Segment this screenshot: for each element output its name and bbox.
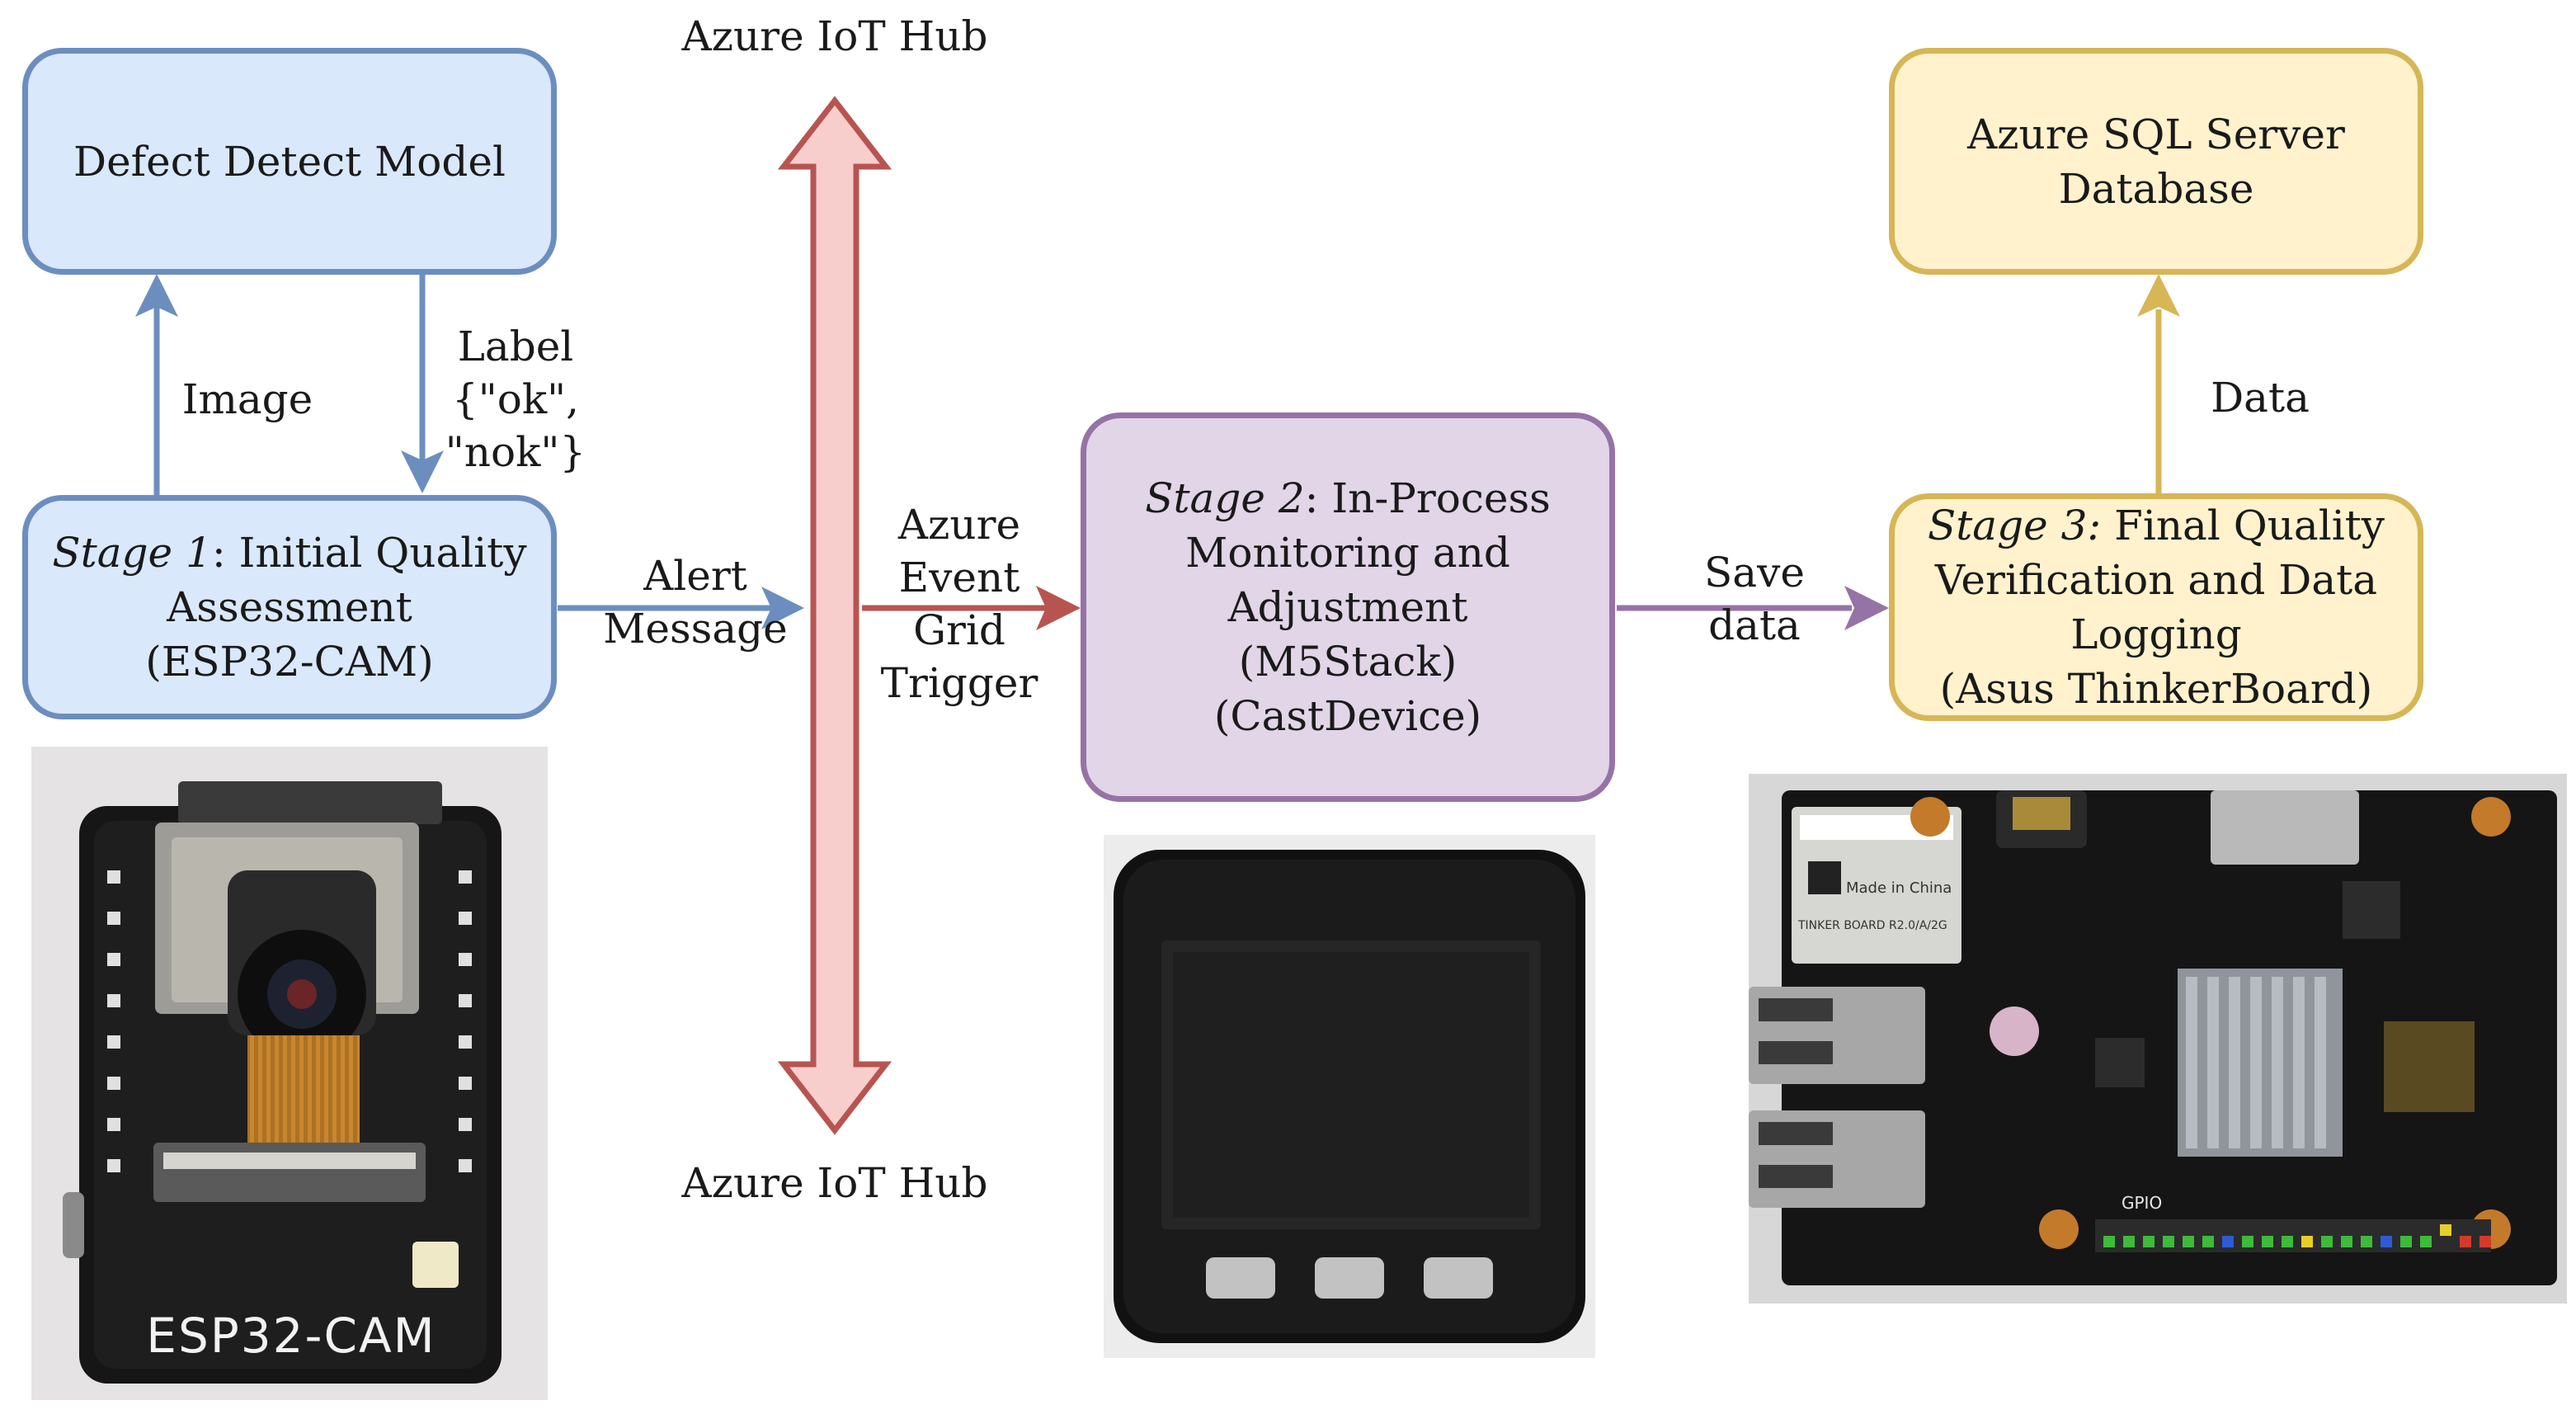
sql-line1: Azure SQL Server [1967, 110, 2345, 158]
stage3-box: Stage 3: Final Quality Verification and … [1889, 493, 2423, 721]
tinker-made-in-text: Made in China [1846, 879, 1952, 897]
esp32-silkscreen-text: ESP32-CAM [146, 1308, 436, 1364]
stage2-line2: Monitoring and [1185, 529, 1510, 577]
tinker-board-photo: Made in China TINKER BOARD R2.0/A/2G GPI… [1749, 774, 2567, 1304]
stage1-box: Stage 1: Initial Quality Assessment (ESP… [22, 495, 557, 719]
stage1-line2: Assessment [167, 583, 412, 631]
sql-line2: Database [2058, 164, 2254, 213]
stage3-line2: Verification and Data [1934, 556, 2378, 604]
m5stack-device [1114, 850, 1585, 1343]
tinker-gpio-text: GPIO [2122, 1193, 2163, 1213]
label-output-line2: {"ok", [451, 375, 580, 423]
image-arrow [135, 274, 178, 495]
stage2-line3: Adjustment [1227, 583, 1468, 631]
image-label: Image [181, 375, 313, 423]
data-label: Data [2211, 374, 2310, 422]
alert-message-line2: Message [603, 605, 788, 653]
stage3-line4: (Asus ThinkerBoard) [1939, 665, 2373, 713]
tinker-model-text: TINKER BOARD R2.0/A/2G [1798, 919, 1947, 932]
alert-message-line1: Alert [643, 552, 747, 600]
tinker-board-pcb [1749, 774, 2567, 1304]
defect-detect-model-box: Defect Detect Model [22, 48, 557, 275]
label-output-label: Label {"ok", "nok"} [429, 320, 602, 478]
defect-detect-model-label: Defect Detect Model [73, 137, 506, 186]
label-output-line1: Label [457, 323, 574, 370]
sql-database-box: Azure SQL Server Database [1889, 48, 2423, 275]
save-data-line2: data [1708, 601, 1801, 649]
m5stack-button-a [1206, 1257, 1275, 1299]
m5stack-button-b [1315, 1257, 1384, 1299]
label-output-line3: "nok"} [445, 428, 586, 476]
event-grid-label: Azure Event Grid Trigger [864, 498, 1054, 710]
stage3-title: Final Quality [2101, 502, 2385, 549]
esp32-cam-photo: ESP32-CAM [31, 747, 548, 1400]
m5stack-photo [1104, 835, 1595, 1358]
stage3-stage-label: Stage 3: [1927, 502, 2102, 549]
stage1-line1: Stage 1: Initial Quality [52, 526, 526, 580]
event-grid-arrow [862, 586, 1081, 630]
stage3-line3: Logging [2070, 610, 2242, 658]
label-arrow [401, 275, 444, 493]
m5stack-button-c [1424, 1257, 1493, 1299]
stage2-line5: (CastDevice) [1213, 692, 1482, 740]
iot-hub-double-arrow [777, 96, 892, 1135]
stage3-line1: Stage 3: Final Quality [1928, 498, 2385, 553]
stage1-stage-label: Stage 1 [52, 529, 212, 577]
save-data-line1: Save [1704, 549, 1805, 596]
alert-message-arrow [558, 587, 804, 629]
stage2-box: Stage 2: In-Process Monitoring and Adjus… [1081, 412, 1615, 802]
event-grid-line4: Trigger [880, 659, 1038, 707]
event-grid-line1: Azure [897, 501, 1021, 549]
event-grid-line2: Event [898, 554, 1020, 601]
save-data-arrow [1617, 586, 1889, 630]
iot-hub-bottom-label: Azure IoT Hub [681, 1159, 988, 1207]
esp32-cam-board [63, 781, 502, 1384]
iot-hub-top-label: Azure IoT Hub [681, 12, 988, 60]
stage1-line3: (ESP32-CAM) [145, 638, 434, 686]
stage2-line1: Stage 2: In-Process [1145, 471, 1551, 526]
stage2-stage-label: Stage 2 [1145, 474, 1305, 522]
stage1-title: : Initial Quality [211, 529, 527, 577]
event-grid-line3: Grid [913, 606, 1005, 654]
alert-message-label: Alert Message [592, 549, 798, 655]
stage2-title: : In-Process [1304, 474, 1551, 522]
stage2-line4: (M5Stack) [1238, 638, 1458, 686]
save-data-label: Save data [1660, 546, 1849, 652]
data-arrow [2137, 274, 2180, 495]
